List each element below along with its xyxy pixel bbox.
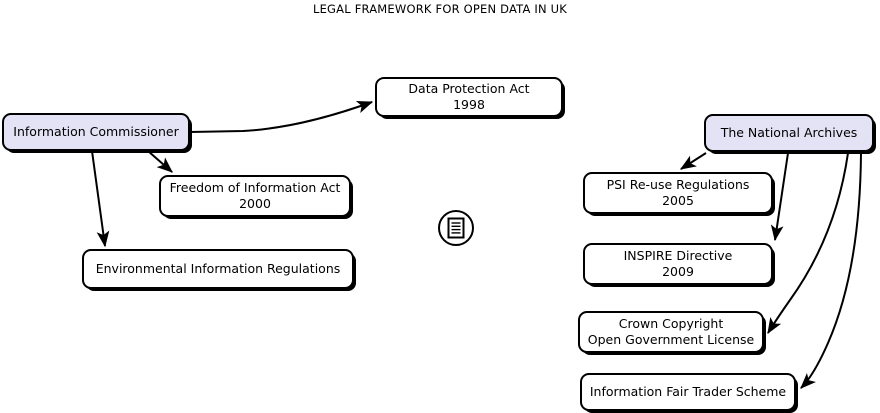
- edge-ic-to-foia: [147, 150, 173, 173]
- node-label-line1: The National Archives: [720, 125, 858, 141]
- page-title: LEGAL FRAMEWORK FOR OPEN DATA IN UK: [312, 2, 568, 16]
- node-label-line1: Crown Copyright: [618, 316, 724, 332]
- edge-ic-to-dpa: [189, 101, 374, 133]
- edge-tna-to-ifts: [800, 152, 862, 389]
- node-information-commissioner[interactable]: Information Commissioner: [2, 113, 190, 151]
- node-inspire-directive[interactable]: INSPIRE Directive 2009: [583, 243, 773, 285]
- node-freedom-of-information-act[interactable]: Freedom of Information Act 2000: [159, 175, 351, 217]
- edge-ic-to-eir: [91, 150, 110, 248]
- edge-tna-to-psi: [679, 152, 707, 170]
- node-the-national-archives[interactable]: The National Archives: [704, 114, 874, 152]
- node-label-line1: Information Commissioner: [13, 124, 179, 140]
- node-label-line2: 2009: [662, 264, 694, 279]
- node-label-line1: Data Protection Act: [408, 81, 530, 97]
- node-data-protection-act[interactable]: Data Protection Act 1998: [375, 77, 563, 117]
- node-label-line1: PSI Re-use Regulations: [606, 177, 750, 193]
- node-information-fair-trader-scheme[interactable]: Information Fair Trader Scheme: [580, 373, 796, 411]
- node-label-line1: Information Fair Trader Scheme: [589, 384, 787, 400]
- node-label-line2: Open Government License: [587, 332, 755, 347]
- node-label-line2: 2000: [239, 196, 271, 211]
- edge-tna-to-crown: [767, 152, 849, 335]
- node-label-line1: Environmental Information Regulations: [95, 261, 341, 277]
- node-crown-copyright-open-government-license[interactable]: Crown Copyright Open Government License: [578, 311, 764, 353]
- edge-tna-to-inspire: [770, 152, 789, 242]
- node-label-line2: 1998: [453, 97, 485, 112]
- node-psi-re-use-regulations[interactable]: PSI Re-use Regulations 2005: [583, 172, 773, 214]
- document-icon: [438, 210, 474, 246]
- node-label-line1: INSPIRE Directive: [623, 248, 733, 264]
- node-label-line2: 2005: [662, 193, 694, 208]
- node-environmental-information-regulations[interactable]: Environmental Information Regulations: [82, 249, 354, 289]
- node-label-line1: Freedom of Information Act: [169, 180, 341, 196]
